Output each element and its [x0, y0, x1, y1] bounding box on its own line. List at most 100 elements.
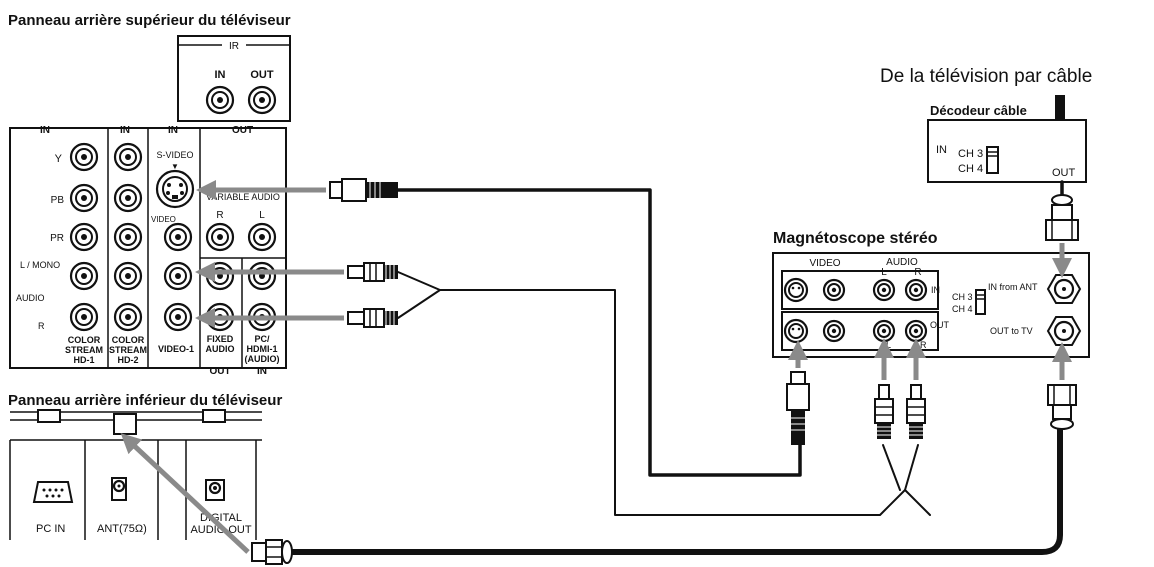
- pc-in-label: PC IN: [36, 523, 65, 535]
- label-y: Y: [55, 153, 63, 165]
- hd2-pr-jack: [113, 222, 143, 252]
- label-r: R: [38, 321, 45, 331]
- group-out: OUT: [232, 125, 253, 136]
- label-pr: PR: [50, 233, 64, 244]
- vcr-in-label: IN: [931, 285, 940, 295]
- decoder-channel-switch: [986, 146, 999, 174]
- vcr-out-to-tv-label: OUT to TV: [990, 326, 1033, 336]
- label-var-r: R: [216, 210, 223, 221]
- fixed-label-2: AUDIO: [206, 344, 235, 354]
- svideo-arrow-icon: ▼: [171, 162, 179, 171]
- vcr-rf-in-jack: [1046, 274, 1082, 304]
- audio-r-plug-vcr: [906, 384, 926, 440]
- svideo-plug-vcr: [786, 371, 810, 445]
- ir-label: IR: [229, 41, 239, 52]
- vcr-audio-label: AUDIO: [886, 257, 918, 268]
- vcr-audio-r-in-jack: [904, 278, 928, 302]
- cs1-label-3: HD-1: [73, 355, 94, 365]
- ant-label: ANT(75Ω): [97, 523, 147, 535]
- rf-plug-vcr-out: [1047, 384, 1077, 430]
- tv-top-panel: IR IN OUT IN IN IN OUT Y PB PR L / MONO …: [9, 35, 291, 377]
- pc-label-2: HDMI-1: [247, 344, 278, 354]
- cs1-label-2: STREAM: [65, 345, 103, 355]
- cable-decoder: IN CH 3 CH 4 OUT: [927, 95, 1087, 183]
- ir-out-jack: [247, 85, 277, 115]
- tv-bottom-panel: PC IN ANT(75Ω) DIGITAL AUDIO OUT: [9, 409, 262, 540]
- vcr-video-in-jack: [822, 278, 846, 302]
- cs1-label-1: COLOR: [68, 335, 101, 345]
- hd1-y-jack: [69, 142, 99, 172]
- vcr-l-label: L: [881, 267, 887, 278]
- optical-port-icon: [205, 479, 225, 501]
- video1-audio-r-jack: [163, 302, 193, 332]
- svideo-jack: [155, 169, 195, 209]
- label-variable-audio: VARIABLE AUDIO: [206, 192, 280, 202]
- ir-out-label: OUT: [250, 69, 274, 81]
- label-var-l: L: [259, 210, 265, 221]
- cs2-label-1: COLOR: [112, 335, 145, 345]
- vcr-audio-l-in-jack: [872, 278, 896, 302]
- vcr-out-label: OUT: [930, 320, 950, 330]
- decoder-box: [927, 119, 1087, 183]
- audio-r-plug-tv: [347, 308, 399, 328]
- vcr-svideo-out-jack: [783, 318, 809, 344]
- vcr-video-label: VIDEO: [809, 258, 840, 269]
- hd1-audio-r-jack: [69, 302, 99, 332]
- ant-connector-tab: [113, 413, 137, 435]
- arrow-rf-to-tv-ant: [120, 433, 250, 554]
- bottom-in-label: IN: [257, 366, 267, 377]
- ir-in-jack: [205, 85, 235, 115]
- decoder-out-label: OUT: [1052, 167, 1076, 179]
- var-audio-r-jack: [205, 222, 235, 252]
- svideo-plug-tv: [329, 178, 398, 202]
- vcr-title: Magnétoscope stéréo: [773, 230, 938, 247]
- cs2-label-3: HD-2: [117, 355, 138, 365]
- vcr: VIDEO AUDIO L R IN OUT L R CH 3 CH 4 I: [772, 252, 1090, 358]
- group-in-2: IN: [120, 125, 130, 136]
- hd2-audio-r-jack: [113, 302, 143, 332]
- cable-source-label: De la télévision par câble: [880, 66, 1092, 87]
- vcr-audio-l-out-jack: [872, 319, 896, 343]
- ir-in-label: IN: [215, 69, 226, 81]
- antenna-port-icon: [111, 477, 127, 501]
- vga-port-icon: [32, 481, 74, 503]
- vcr-svideo-in-jack: [783, 277, 809, 303]
- cable-in-line: [1055, 95, 1065, 120]
- hd2-y-jack: [113, 142, 143, 172]
- pc-audio-l-jack: [247, 261, 277, 291]
- hd1-audio-l-jack: [69, 261, 99, 291]
- label-svideo: S-VIDEO: [156, 150, 193, 160]
- decoder-title: Décodeur câble: [930, 103, 1027, 118]
- vcr-rf-out-jack: [1046, 316, 1082, 346]
- group-in-1: IN: [40, 125, 50, 136]
- rf-plug-tv: [251, 539, 293, 565]
- video1-label: VIDEO-1: [158, 344, 194, 354]
- audio-l-plug-vcr: [874, 384, 894, 440]
- label-audio: AUDIO: [16, 293, 45, 303]
- vcr-r-label: R: [914, 267, 921, 278]
- vcr-in-from-ant-label: IN from ANT: [988, 282, 1038, 292]
- label-video: VIDEO: [151, 215, 176, 224]
- audio-cable: [439, 289, 931, 516]
- svideo-cable: [396, 188, 802, 477]
- decoder-ch4-label: CH 4: [958, 163, 983, 175]
- tv-top-panel-title: Panneau arrière supérieur du téléviseur: [8, 12, 291, 29]
- rf-cable-to-tv: [279, 422, 1063, 555]
- rf-plug-decoder: [1045, 194, 1079, 241]
- audio-cable-split-vcr: [882, 444, 919, 491]
- vcr-audio-r-out-jack: [904, 319, 928, 343]
- label-pb: PB: [51, 195, 65, 206]
- pc-label-3: (AUDIO): [245, 354, 280, 364]
- audio-l-plug-tv: [347, 262, 399, 282]
- group-in-3: IN: [168, 125, 178, 136]
- hd1-pr-jack: [69, 222, 99, 252]
- decoder-in-label: IN: [936, 144, 947, 156]
- tv-bottom-panel-title: Panneau arrière inférieur du téléviseur: [8, 392, 282, 409]
- decoder-ch3-label: CH 3: [958, 148, 983, 160]
- vcr-video-out-jack: [822, 319, 846, 343]
- hd1-pb-jack: [69, 183, 99, 213]
- vcr-r2-label: R: [920, 340, 927, 350]
- video1-audio-l-jack: [163, 261, 193, 291]
- audio-cable-split-tv: [397, 271, 441, 319]
